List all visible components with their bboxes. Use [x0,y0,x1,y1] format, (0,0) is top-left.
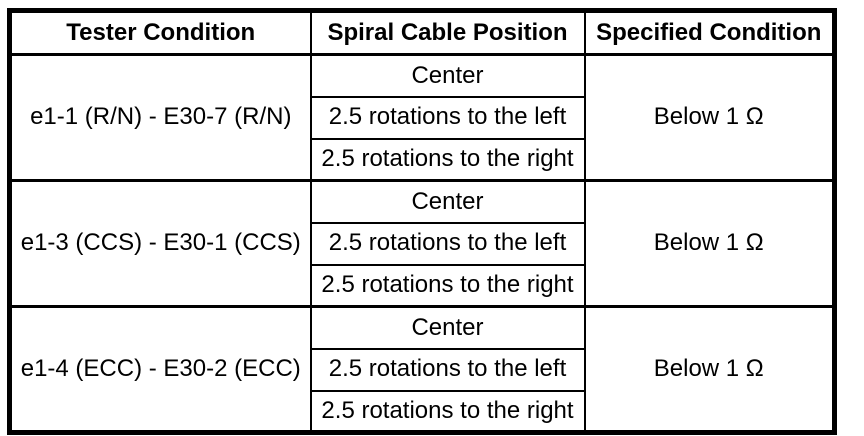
header-cell-specified-condition: Specified Condition [583,9,836,56]
table-row: e1-1 (R/N) - E30-7 (R/N) Center Below 1 … [8,53,836,182]
table-row: 2.5 rotations to the right [10,137,835,182]
specified-condition-cell: Below 1 Ω [583,305,836,434]
table-header-row: Tester Condition Spiral Cable Position S… [8,9,836,56]
table-row: e1-3 (CCS) - E30-1 (CCS) Center Below 1 … [8,179,836,308]
spiral-cable-resistance-table: Tester Condition Spiral Cable Position S… [7,8,837,435]
position-cell: 2.5 rotations to the right [309,137,586,182]
specified-condition-cell: Below 1 Ω [583,53,836,182]
tester-condition-cell: e1-4 (ECC) - E30-2 (ECC) [8,305,312,434]
position-cell: 2.5 rotations to the left [309,221,586,266]
table-row: e1-4 (ECC) - E30-2 (ECC) Center Below 1 … [8,305,836,434]
table-row: 2.5 rotations to the left [10,95,835,140]
header-cell-tester-condition: Tester Condition [8,9,312,56]
position-cell: Center [309,179,586,224]
position-cell: Center [309,53,586,98]
tester-condition-cell: e1-3 (CCS) - E30-1 (CCS) [8,179,312,308]
position-cell: 2.5 rotations to the left [309,95,586,140]
position-cell: 2.5 rotations to the right [309,263,586,308]
position-cell: Center [309,305,586,350]
table-row: 2.5 rotations to the right [10,263,835,308]
table-row: 2.5 rotations to the left [10,221,835,266]
header-cell-spiral-cable-position: Spiral Cable Position [309,9,586,56]
tester-condition-cell: e1-1 (R/N) - E30-7 (R/N) [8,53,312,182]
table-row: 2.5 rotations to the left [10,347,835,392]
table-row: 2.5 rotations to the right [10,389,835,434]
position-cell: 2.5 rotations to the left [309,347,586,392]
specified-condition-cell: Below 1 Ω [583,179,836,308]
position-cell: 2.5 rotations to the right [309,389,586,434]
